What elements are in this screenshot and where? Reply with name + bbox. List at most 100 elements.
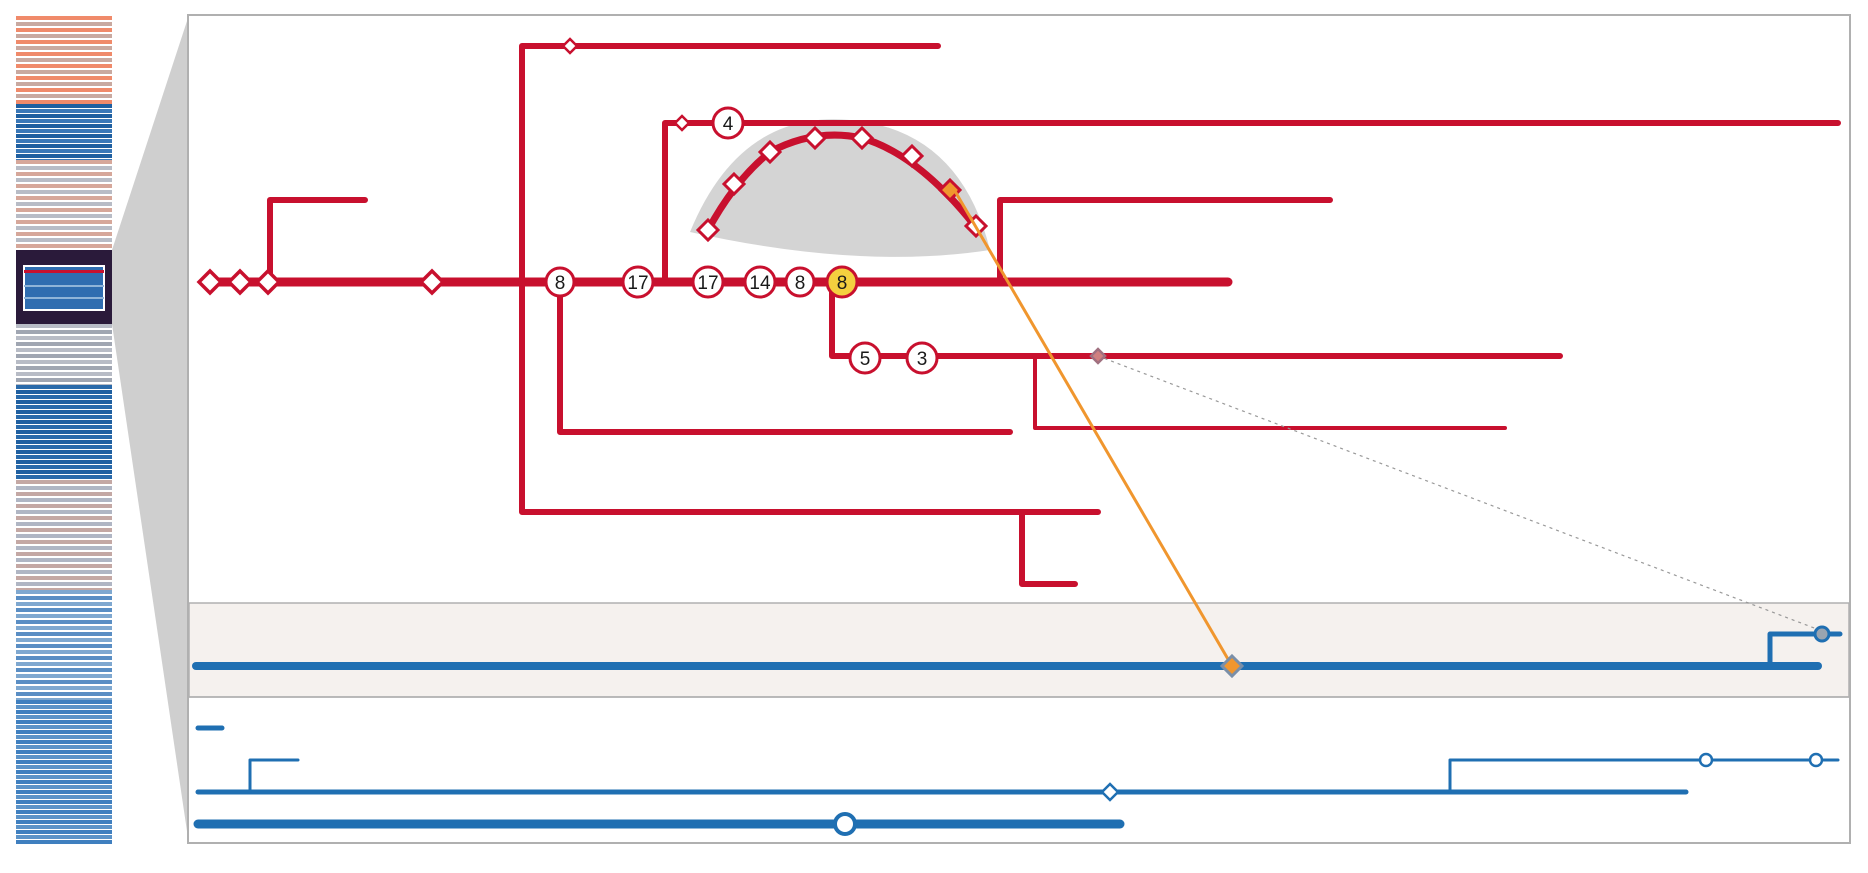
overview-line-68 [16, 460, 112, 464]
overview-line-69 [16, 465, 112, 469]
main-branch-count-labels: 8 17 17 14 8 8 4 5 [544, 106, 939, 375]
overview-line-138 [16, 840, 112, 844]
count-bubble-5[interactable]: 8 [784, 266, 816, 298]
overview-line-102 [16, 656, 112, 660]
main-diamond-3[interactable] [254, 268, 282, 296]
overview-line-121 [16, 755, 112, 759]
overview-line-33 [16, 196, 112, 200]
overview-line-108 [16, 692, 112, 696]
overview-line-120 [16, 750, 112, 754]
overview-line-101 [16, 650, 112, 654]
overview-line-29 [16, 172, 112, 176]
thread-markers[interactable] [196, 37, 1831, 836]
overview-line-6 [16, 52, 112, 56]
overview-line-12 [16, 88, 112, 92]
count-label-2: 17 [627, 273, 648, 294]
overview-strip[interactable] [16, 16, 112, 844]
blue-circle-1[interactable] [1698, 752, 1714, 768]
count-bubble-upper[interactable]: 4 [711, 106, 745, 140]
count-bubble-3[interactable]: 17 [691, 265, 725, 299]
count-label-sub-2: 3 [917, 349, 928, 370]
overview-line-130 [16, 800, 112, 804]
count-bubble-sub-1[interactable]: 5 [848, 341, 882, 375]
overview-line-124 [16, 770, 112, 774]
overview-line-1 [16, 22, 112, 26]
overview-line-59 [16, 415, 112, 419]
overview-line-21 [16, 134, 112, 138]
overview-line-7 [16, 58, 112, 62]
red-branch-mid [997, 197, 1333, 285]
overview-line-46 [16, 348, 112, 352]
overview-line-114 [16, 720, 112, 724]
overview-line-19 [16, 124, 112, 128]
overview-line-53 [16, 385, 112, 389]
lens-diamond-4[interactable] [802, 125, 828, 151]
blue-diamond[interactable] [1100, 782, 1120, 802]
overview-line-81 [16, 534, 112, 538]
main-diamond-1[interactable] [196, 268, 224, 296]
overview-line-72 [16, 480, 112, 484]
count-bubble-2[interactable]: 17 [621, 265, 655, 299]
lens-diamond-3[interactable] [757, 139, 783, 165]
upper-branch-diamond[interactable] [673, 114, 691, 132]
overview-line-113 [16, 715, 112, 719]
overview-line-57 [16, 405, 112, 409]
main-diamond-2[interactable] [226, 268, 254, 296]
lens-diamond-5[interactable] [849, 125, 875, 151]
overview-line-34 [16, 202, 112, 206]
overview-line-64 [16, 440, 112, 444]
overview-line-20 [16, 129, 112, 133]
top-branch-diamond[interactable] [561, 37, 579, 55]
overview-line-82 [16, 540, 112, 544]
overview-line-63 [16, 435, 112, 439]
count-label-4: 14 [749, 273, 771, 294]
count-bubble-1[interactable]: 8 [544, 266, 576, 298]
overview-line-132 [16, 810, 112, 814]
overview-selection-inner [23, 265, 105, 311]
main-diamond-4[interactable] [418, 268, 446, 296]
lens-diamond-1[interactable] [695, 217, 721, 243]
overview-line-95 [16, 614, 112, 618]
overview-line-5 [16, 46, 112, 50]
count-bubble-4[interactable]: 14 [743, 265, 777, 299]
blue-diamond-linked[interactable] [1219, 653, 1245, 679]
overview-line-134 [16, 820, 112, 824]
overview-line-86 [16, 564, 112, 568]
overview-line-40 [16, 238, 112, 242]
overview-line-37 [16, 220, 112, 224]
overview-line-17 [16, 114, 112, 118]
overview-line-80 [16, 528, 112, 532]
overview-line-110 [16, 700, 112, 704]
count-label-5: 8 [795, 273, 806, 294]
count-bubble-sub-2[interactable]: 3 [905, 341, 939, 375]
count-label-3: 17 [697, 273, 718, 294]
overview-line-87 [16, 570, 112, 574]
overview-line-38 [16, 226, 112, 230]
overview-line-60 [16, 420, 112, 424]
overview-line-3 [16, 34, 112, 38]
overview-line-44 [16, 336, 112, 340]
overview-line-11 [16, 82, 112, 86]
overview-selection-line-3 [24, 297, 104, 299]
overview-line-88 [16, 576, 112, 580]
blue-circle-2[interactable] [1808, 752, 1824, 768]
overview-line-129 [16, 795, 112, 799]
overview-line-49 [16, 366, 112, 370]
overview-line-54 [16, 390, 112, 394]
overview-line-58 [16, 410, 112, 414]
overview-line-16 [16, 109, 112, 113]
link-line-dotted [1097, 355, 1831, 635]
red-branch-upper [662, 120, 1841, 285]
blue-circle-large[interactable] [833, 812, 857, 836]
blue-circle-marker[interactable] [1813, 625, 1831, 643]
overview-line-47 [16, 354, 112, 358]
overview-line-55 [16, 395, 112, 399]
red-branch-bottom-sub [1019, 509, 1078, 587]
overview-line-22 [16, 139, 112, 143]
lens-diamond-2[interactable] [721, 171, 747, 197]
lens-diamond-7[interactable] [937, 177, 963, 203]
sub-branch-diamond[interactable] [1089, 347, 1107, 365]
lens-diamond-6[interactable] [899, 143, 925, 169]
count-bubble-highlighted[interactable]: 8 [825, 265, 859, 299]
